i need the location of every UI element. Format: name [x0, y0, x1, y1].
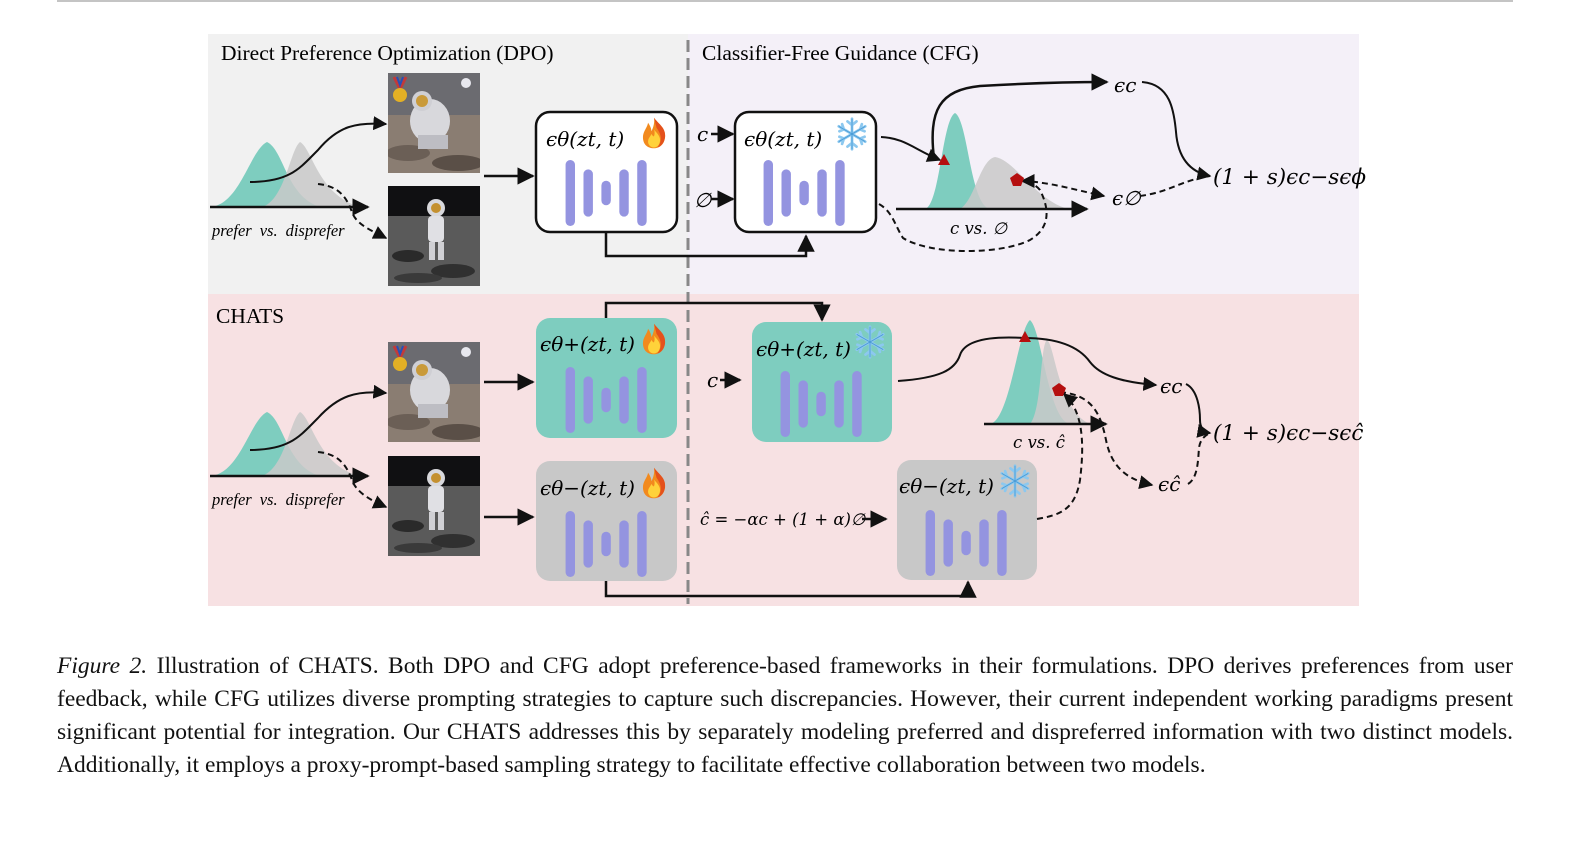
chats-neg-frozen-label: ϵθ−(zt, t): [899, 474, 994, 498]
chats-eps-chat: ϵĉ: [1158, 472, 1180, 496]
arrow-epsc-to-formula: [1141, 81, 1212, 181]
chats-c-vs-chat: c vs. ĉ: [1013, 433, 1065, 452]
caption-text: Illustration of CHATS. Both DPO and CFG …: [57, 653, 1514, 778]
chats-pos-frozen-label: ϵθ+(zt, t): [756, 337, 851, 361]
cfg-title: Classifier-Free Guidance (CFG): [702, 41, 979, 65]
chats-c-label: c: [707, 368, 718, 392]
chats-preference-distribution: [210, 384, 388, 509]
arrow-chats-epschat-to-formula: [1187, 432, 1211, 485]
dpo-model-box: ϵθ(zt, t): [534, 110, 679, 234]
figure-label: Figure 2.: [57, 653, 148, 679]
chats-dispreferred-image: [388, 456, 480, 556]
cfg-model-box: ϵθ(zt, t): [733, 110, 878, 234]
arrow-pos-trainable-to-frozen: [604, 301, 831, 322]
cfg-distribution: [878, 73, 1109, 252]
dpo-model-label: ϵθ(zt, t): [546, 127, 624, 151]
cfg-eps-c: ϵc: [1114, 73, 1136, 97]
chats-pos-frozen-box: ϵθ+(zt, t): [752, 322, 892, 442]
chats-formula: (1 + s)ϵc−sϵĉ: [1213, 421, 1363, 446]
cfg-eps-null: ϵ∅: [1112, 186, 1142, 210]
cfg-formula: (1 + s)ϵc−sϵϕ: [1213, 165, 1366, 190]
chats-pos-trainable-label: ϵθ+(zt, t): [540, 332, 635, 356]
arrow-dpo-to-cfg: [604, 232, 815, 258]
preferred-image: [388, 73, 480, 173]
chats-distribution: [897, 320, 1158, 520]
cfg-model-label: ϵθ(zt, t): [744, 127, 822, 151]
arrow-neg-trainable-to-frozen: [604, 580, 977, 598]
arrow-chats-epsc-to-formula: [1185, 383, 1212, 438]
chats-preferred-image: [388, 342, 480, 442]
chats-pos-trainable-box: ϵθ+(zt, t): [536, 318, 677, 438]
arrow-epsnull-to-formula: [1139, 175, 1211, 197]
dispreferred-image: [388, 186, 480, 286]
cfg-c-vs-null: c vs. ∅: [950, 219, 1008, 238]
dpo-preference-distribution: [210, 116, 388, 239]
cfg-null-label: ∅: [694, 188, 713, 212]
chats-eps-c: ϵc: [1160, 374, 1182, 398]
proxy-prompt-formula: ĉ = −αc + (1 + α)∅: [700, 510, 866, 529]
dpo-title: Direct Preference Optimization (DPO): [221, 41, 554, 65]
chats-neg-frozen-box: ϵθ−(zt, t): [897, 460, 1037, 580]
cfg-c-label: c: [697, 122, 708, 146]
chats-title: CHATS: [216, 304, 284, 328]
chats-neg-trainable-box: ϵθ−(zt, t): [536, 461, 677, 581]
chats-neg-trainable-label: ϵθ−(zt, t): [540, 476, 635, 500]
figure-caption: Figure 2. Illustration of CHATS. Both DP…: [57, 650, 1513, 782]
